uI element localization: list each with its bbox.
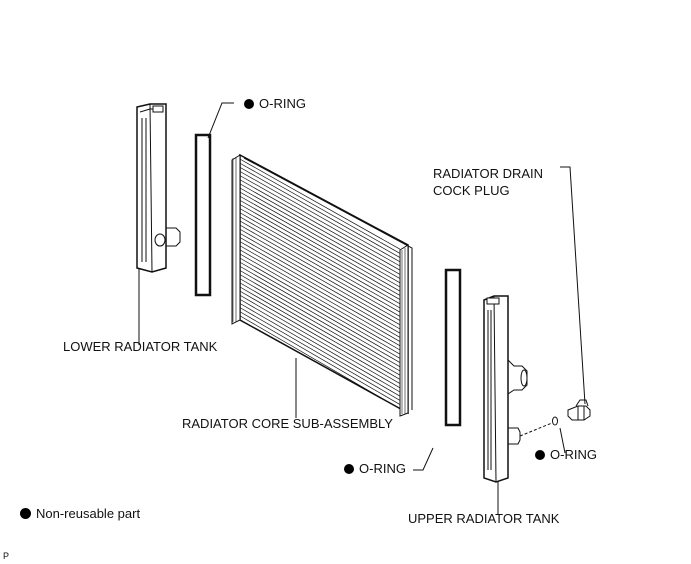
drain-cock-plug-label-line1: RADIATOR DRAIN [433,166,544,181]
drain-cock-plug-label-line2: COCK PLUG [433,183,510,198]
legend: Non-reusable part [20,506,140,522]
o-ring-bottom-left-label: O-RING [344,461,406,477]
o-ring-bottom-right-label: O-RING [535,447,597,463]
o-ring-top-label: O-RING [244,96,306,112]
upper-radiator-tank [483,295,528,483]
lower-radiator-tank [136,103,181,273]
upper-radiator-tank-label: UPPER RADIATOR TANK [408,511,560,526]
lower-radiator-tank-label: LOWER RADIATOR TANK [63,339,218,354]
drain-cock-plug [567,399,591,421]
radiator-core [231,153,413,417]
corner-code: P [3,551,10,561]
o-ring-small [552,416,558,426]
radiator-core-label: RADIATOR CORE SUB-ASSEMBLY [182,416,393,431]
non-reusable-dot-icon [535,450,545,460]
o-ring-middle [444,268,462,427]
o-ring-top [194,133,212,297]
non-reusable-dot-icon [20,508,31,519]
non-reusable-dot-icon [244,99,254,109]
non-reusable-dot-icon [344,464,354,474]
